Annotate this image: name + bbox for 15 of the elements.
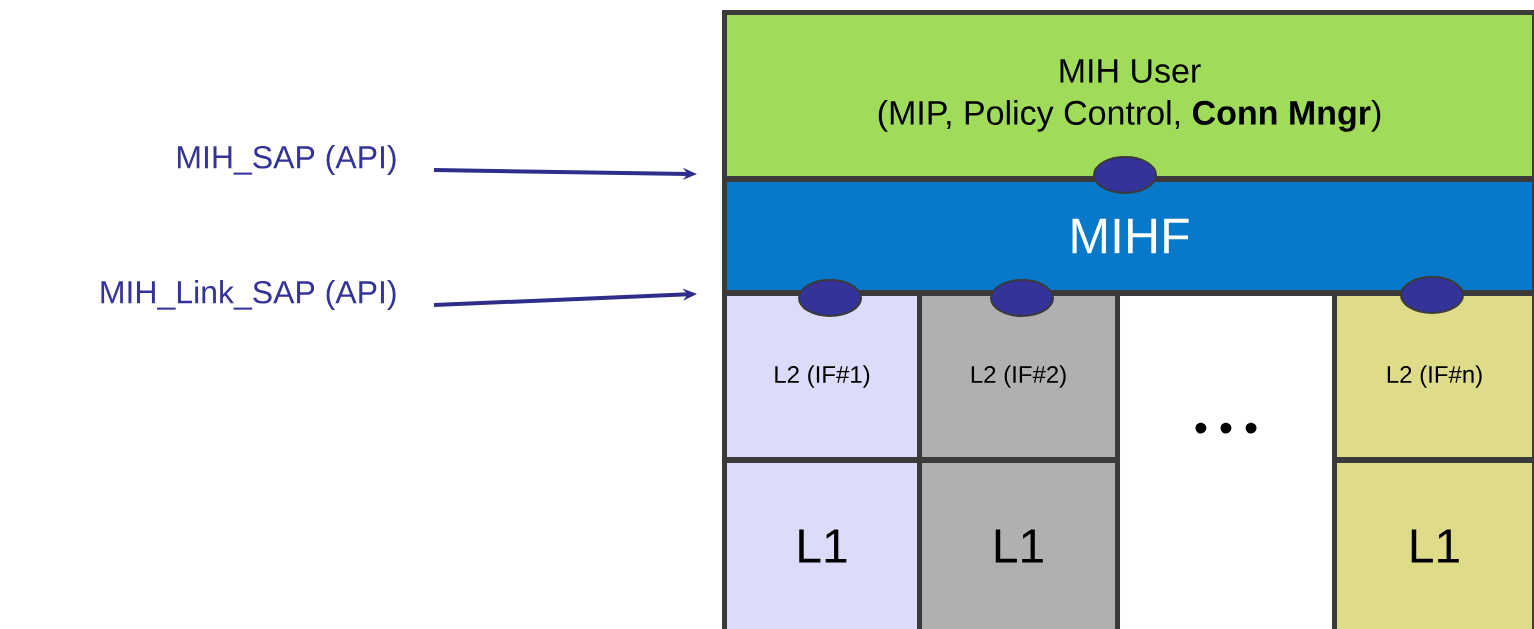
interface-label: MIH_SAP (API) [178, 145, 396, 175]
layer-box: L2 (IF#n) [1337, 296, 1532, 457]
mihf-band: MIHF [727, 182, 1532, 290]
layer-box: L2 (IF#2) [922, 296, 1115, 457]
mih-user-box: MIH User (MIP, Policy Control, Conn Mngr) [727, 15, 1532, 176]
ellipsis: • • • [1195, 422, 1257, 434]
sap-ellipse [1093, 156, 1157, 194]
layer-box: L1 [922, 463, 1115, 629]
interface-label: MIH_Link_SAP (API) [101, 280, 396, 310]
sap-ellipse [1400, 276, 1464, 314]
layer-box: L1 [1337, 463, 1532, 629]
layer-box: L1 [727, 463, 917, 629]
sap-ellipse [990, 279, 1054, 317]
sap-ellipse [798, 279, 862, 317]
layer-box: L2 (IF#1) [727, 296, 917, 457]
